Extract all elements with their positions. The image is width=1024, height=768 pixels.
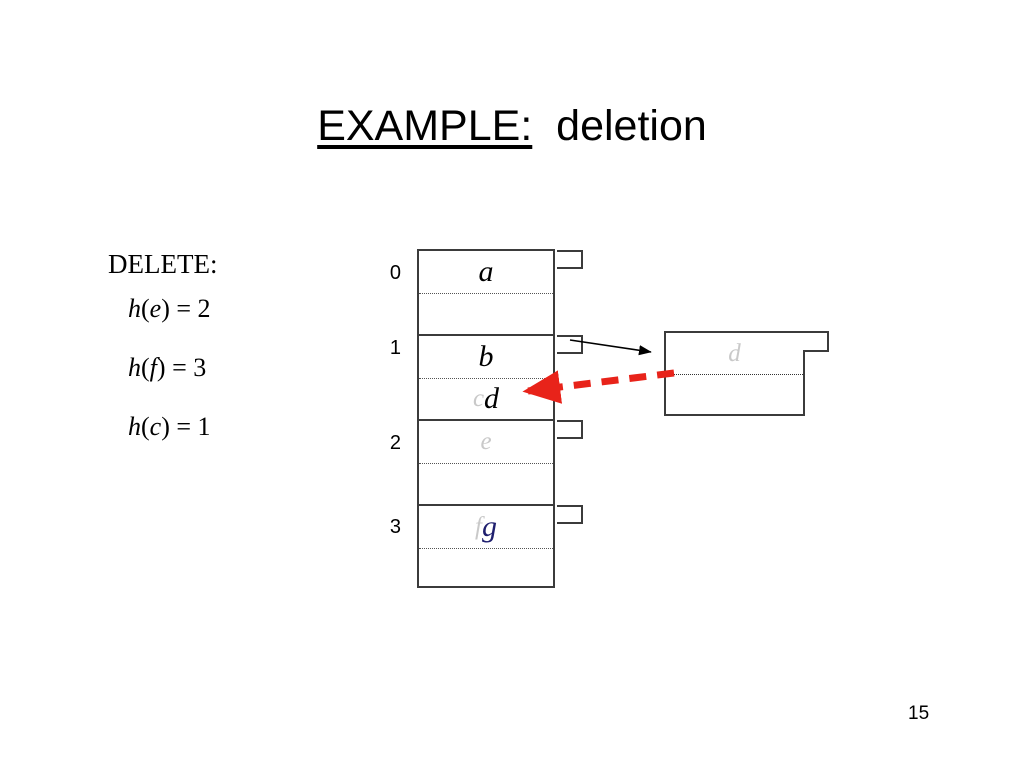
key-a: a — [478, 255, 494, 288]
bucket-1-divider — [419, 378, 553, 379]
bucket-3-overflow-tab[interactable] — [557, 505, 583, 524]
bucket-0-divider — [419, 293, 553, 294]
page-title-underlined: EXAMPLE: — [317, 102, 533, 150]
bucket-0-overflow-tab[interactable] — [557, 250, 583, 269]
page-title: EXAMPLE: deletion — [0, 100, 1024, 152]
delete-operations-panel: DELETE: h(e) = 2 h(f) = 3 h(c) = 1 — [100, 248, 330, 442]
hash-fn-2: h — [128, 353, 141, 382]
page-number: 15 — [908, 703, 930, 724]
key-f-deleted: f — [475, 513, 482, 540]
hash-open-1: ( — [141, 294, 150, 323]
hash-close-2: ) = 3 — [156, 353, 207, 382]
key-b: b — [478, 340, 494, 373]
hash-fn-3: h — [128, 412, 141, 441]
bucket-2-upper-slot: e — [419, 421, 553, 463]
key-g: g — [481, 510, 497, 543]
key-e-deleted: e — [480, 428, 492, 455]
hash-close-3: ) = 1 — [161, 412, 211, 441]
hash-close-1: ) = 2 — [161, 294, 211, 323]
delete-heading: DELETE: — [108, 249, 218, 279]
bucket-0-lower-slot — [419, 293, 553, 335]
bucket-1-overflow-tab[interactable] — [557, 335, 583, 354]
bucket-index-0: 0 — [389, 262, 401, 284]
page-title-rest: deletion — [532, 102, 707, 150]
overflow-upper-slot: d — [666, 333, 803, 374]
overflow-tab[interactable] — [803, 331, 829, 352]
key-d-overflow: d — [728, 339, 741, 367]
bucket-3-lower-slot — [419, 548, 553, 590]
hash-fn-1: h — [128, 294, 141, 323]
hash-open-3: ( — [141, 412, 150, 441]
bucket-row-2[interactable]: e — [417, 419, 583, 505]
delete-operation-1: h(e) = 2 — [128, 293, 330, 324]
bucket-index-1: 1 — [389, 337, 401, 359]
bucket-1-upper-slot: b — [419, 336, 553, 378]
key-c-deleted: c — [472, 385, 485, 412]
bucket-2-lower-slot — [419, 463, 553, 505]
overflow-block[interactable]: d — [664, 331, 829, 416]
hash-arg-1: e — [149, 294, 162, 323]
bucket-3-divider — [419, 548, 553, 549]
bucket-row-0[interactable]: a — [417, 249, 583, 335]
overflow-divider — [666, 374, 803, 375]
key-d: d — [484, 382, 500, 415]
bucket-0-upper-slot: a — [419, 251, 553, 293]
delete-operation-3: h(c) = 1 — [128, 411, 330, 442]
hash-open-2: ( — [141, 353, 150, 382]
bucket-index-3: 3 — [389, 516, 401, 538]
delete-operation-2: h(f) = 3 — [128, 352, 330, 383]
bucket-index-2: 2 — [389, 432, 401, 454]
hash-arg-2: f — [149, 353, 157, 382]
bucket-2-divider — [419, 463, 553, 464]
hash-arg-3: c — [149, 412, 162, 441]
bucket-2-overflow-tab[interactable] — [557, 420, 583, 439]
